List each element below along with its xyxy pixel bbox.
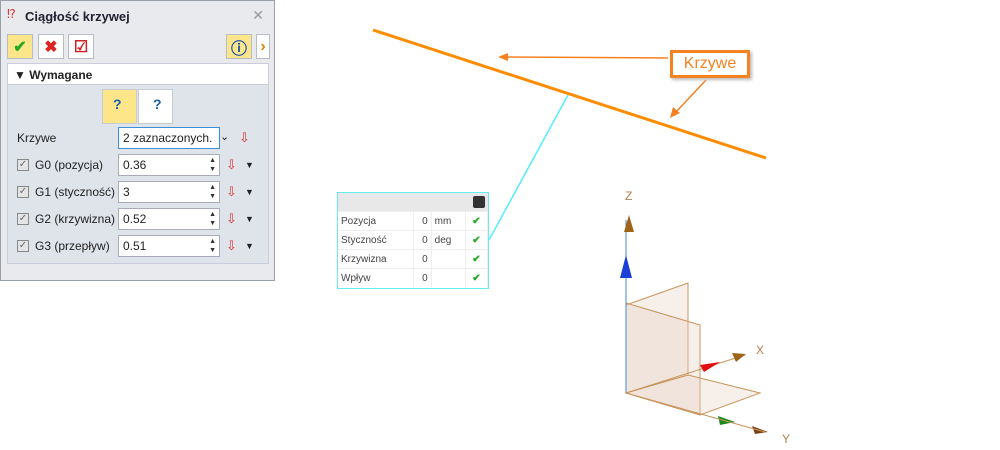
g3-value: 0.51 xyxy=(123,239,147,253)
g2-value: 0.52 xyxy=(123,212,147,226)
pick-icon[interactable]: ⇩ xyxy=(239,130,250,145)
g3-label: G3 (przepływ) xyxy=(35,239,110,253)
row-value: 0 xyxy=(413,211,432,231)
dropdown-arrow-icon[interactable]: ▼ xyxy=(245,187,254,197)
g0-value: 0.36 xyxy=(123,158,147,172)
g3-row: ✓ G3 (przepływ) xyxy=(17,235,110,257)
row-value: 0 xyxy=(413,230,432,250)
pick-icon[interactable]: ⇩ xyxy=(226,211,237,226)
mode-blend-button[interactable]: ? xyxy=(138,89,173,124)
axis-label-y: Y xyxy=(782,432,791,446)
collapse-triangle-icon: ▼ xyxy=(14,68,30,82)
callout-arrow xyxy=(675,79,707,113)
g0-label: G0 (pozycja) xyxy=(35,158,104,172)
spinner-icon[interactable]: ▲▼ xyxy=(209,157,216,173)
spinner-icon[interactable]: ▲▼ xyxy=(209,184,216,200)
row-name: Styczność xyxy=(338,230,414,250)
row-value: 0 xyxy=(413,268,432,288)
row-value: 0 xyxy=(413,249,432,269)
connector-line xyxy=(488,94,569,241)
g1-label: G1 (styczność) xyxy=(35,185,116,199)
row-unit xyxy=(431,249,466,269)
curve-continuity-panel: ⁉ Ciągłość krzywej ✕ ✔ ✖ ☑ ⓘ › ▼ Wymagan… xyxy=(0,0,275,281)
pick-icon[interactable]: ⇩ xyxy=(226,184,237,199)
double-chevron-icon[interactable]: ⌄ xyxy=(220,131,230,143)
panel-title: Ciągłość krzywej xyxy=(25,9,130,24)
g1-value: 3 xyxy=(123,185,130,199)
row-name: Pozycja xyxy=(338,211,414,231)
close-icon[interactable]: ✕ xyxy=(252,7,264,23)
spinner-icon[interactable]: ▲▼ xyxy=(209,211,216,227)
row-name: Krzywizna xyxy=(338,249,414,269)
apply-button[interactable]: ☑ xyxy=(68,34,94,59)
row-unit: deg xyxy=(431,230,466,250)
row-unit xyxy=(431,268,466,288)
axis-label-z: Z xyxy=(625,189,633,203)
mode-continuity-button[interactable]: ? xyxy=(102,89,137,124)
info-button[interactable]: ⓘ xyxy=(226,34,252,59)
ok-button[interactable]: ✔ xyxy=(7,34,33,59)
curves-label: Krzywe xyxy=(17,131,57,145)
g2-label: G2 (krzywizna) xyxy=(35,212,116,226)
expand-panel-button[interactable]: › xyxy=(256,34,270,59)
dropdown-arrow-icon[interactable]: ▼ xyxy=(245,214,254,224)
g3-checkbox[interactable]: ✓ xyxy=(17,240,29,252)
collapse-icon[interactable] xyxy=(473,196,485,208)
curves-row: Krzywe xyxy=(17,127,56,149)
curve[interactable] xyxy=(372,28,767,160)
check-icon: ✔ xyxy=(465,268,489,288)
curves-input[interactable]: 2 zaznaczonych. xyxy=(118,127,220,149)
spinner-icon[interactable]: ▲▼ xyxy=(209,238,216,254)
row-name: Wpływ xyxy=(338,268,414,288)
g2-checkbox[interactable]: ✓ xyxy=(17,213,29,225)
callout-arrow xyxy=(504,56,669,59)
callout-label[interactable]: Krzywe xyxy=(670,50,750,78)
g1-input[interactable]: 3 ▲▼ xyxy=(118,181,220,203)
g1-row: ✓ G1 (styczność) xyxy=(17,181,115,203)
row-unit: mm xyxy=(431,211,466,231)
check-icon: ✔ xyxy=(465,211,489,231)
pick-icon[interactable]: ⇩ xyxy=(226,157,237,172)
g2-input[interactable]: 0.52 ▲▼ xyxy=(118,208,220,230)
check-icon: ✔ xyxy=(465,230,489,250)
g0-input[interactable]: 0.36 ▲▼ xyxy=(118,154,220,176)
axis-label-x: X xyxy=(756,343,765,357)
cancel-button[interactable]: ✖ xyxy=(38,34,64,59)
axis-triad xyxy=(620,215,768,434)
g0-row: ✓ G0 (pozycja) xyxy=(17,154,103,176)
section-header[interactable]: ▼ Wymagane xyxy=(7,63,269,85)
g3-input[interactable]: 0.51 ▲▼ xyxy=(118,235,220,257)
pick-icon[interactable]: ⇩ xyxy=(226,238,237,253)
g0-checkbox[interactable]: ✓ xyxy=(17,159,29,171)
continuity-icon: ⁉ xyxy=(7,7,16,21)
dropdown-arrow-icon[interactable]: ▼ xyxy=(245,241,254,251)
g2-row: ✓ G2 (krzywizna) xyxy=(17,208,115,230)
dropdown-arrow-icon[interactable]: ▼ xyxy=(245,160,254,170)
check-icon: ✔ xyxy=(465,249,489,269)
g1-checkbox[interactable]: ✓ xyxy=(17,186,29,198)
section-title: Wymagane xyxy=(29,68,93,82)
